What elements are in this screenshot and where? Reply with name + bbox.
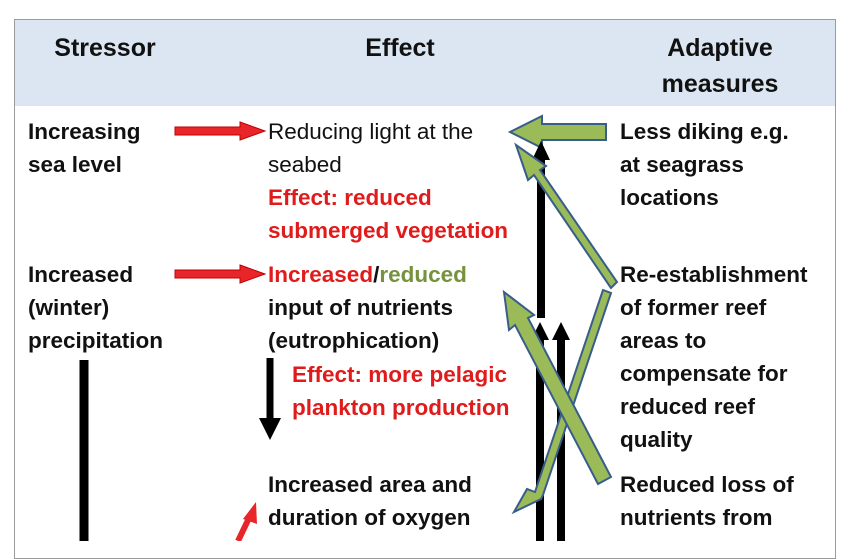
measure-less-diking: Less diking e.g. at seagrass locations — [620, 115, 789, 214]
green-arrow-nutrient-loss-to-input — [502, 289, 613, 486]
stressor-sea-level-line1: Increasing — [28, 119, 141, 144]
effect-oxygen-deficiency: Increased area and duration of oxygen — [268, 468, 472, 534]
measure-reef-line5: reduced reef — [620, 394, 756, 419]
effect-nutrient-input-line3: (eutrophication) — [268, 328, 440, 353]
stressor-sea-level: Increasing sea level — [28, 115, 141, 181]
stressor-precipitation: Increased (winter) precipitation — [28, 258, 163, 357]
measure-reef-line3: areas to — [620, 328, 707, 353]
header-adaptive-line1: Adaptive — [667, 34, 773, 62]
red-arrow-oxygen-head — [243, 502, 257, 524]
red-arrow-precipitation — [174, 264, 267, 284]
effect-nutrient-input-line2: input of nutrients — [268, 295, 453, 320]
measure-less-diking-line1: Less diking e.g. — [620, 119, 789, 144]
measure-less-diking-line3: locations — [620, 185, 719, 210]
effect-reduced-vegetation-line2: submerged vegetation — [268, 218, 509, 243]
measure-reef-line1: Re-establishment — [620, 262, 808, 287]
header-stressor: Stressor — [54, 34, 156, 62]
table-header — [15, 20, 835, 106]
black-arrow-up-top-head — [532, 141, 550, 160]
effect-increased-label: Increased — [268, 262, 374, 287]
effect-reducing-light-line2: seabed — [268, 152, 342, 177]
green-arrow-less-diking — [507, 114, 607, 150]
arrows-overlay — [79, 114, 619, 541]
measure-reef-line2: of former reef — [620, 295, 767, 320]
measure-reduced-nutrient-loss: Reduced loss of nutrients from — [620, 468, 794, 534]
black-arrow-effect-down-head — [259, 418, 281, 440]
effect-nutrient-input: Increased/reduced input of nutrients (eu… — [268, 258, 467, 357]
effect-oxygen-deficiency-line1: Increased area and — [268, 472, 472, 497]
header-adaptive-line2: measures — [661, 70, 779, 98]
green-arrow-reef-to-light — [514, 142, 619, 290]
effect-reducing-light: Reducing light at the seabed — [268, 115, 473, 181]
header-effect: Effect — [365, 34, 435, 62]
black-arrow-up-lower-b-head — [552, 322, 570, 340]
effect-oxygen-deficiency-line2: duration of oxygen — [268, 505, 471, 530]
effect-pelagic-plankton-line1: Effect: more pelagic — [292, 362, 508, 387]
effect-pelagic-plankton-line2: plankton production — [292, 395, 510, 420]
measure-reef-line6: quality — [620, 427, 693, 452]
effect-nutrient-input-line1: Increased/reduced — [268, 258, 467, 291]
measure-nutrient-loss-line2: nutrients from — [620, 505, 773, 530]
measure-reef-reestablishment: Re-establishment of former reef areas to… — [620, 258, 808, 456]
effect-slash: / — [373, 262, 380, 287]
stressor-precipitation-line1: Increased — [28, 262, 134, 287]
measure-reef-line4: compensate for — [620, 361, 788, 386]
red-arrow-sea-level — [174, 121, 267, 141]
green-arrow-reef-to-nutrients — [511, 288, 613, 515]
stressor-precipitation-line2: (winter) — [28, 295, 110, 320]
header-adaptive-measures: Adaptive measures — [630, 30, 810, 102]
effect-reduced-label: reduced — [379, 262, 467, 287]
effect-pelagic-plankton: Effect: more pelagic plankton production — [292, 358, 509, 424]
measure-less-diking-line2: at seagrass — [620, 152, 744, 177]
stressor-sea-level-line2: sea level — [28, 152, 122, 177]
effect-reduced-vegetation: Effect: reduced submerged vegetation — [268, 181, 508, 247]
stressor-precipitation-line3: precipitation — [28, 328, 164, 353]
effect-reducing-light-line1: Reducing light at the — [268, 119, 474, 144]
measure-nutrient-loss-line1: Reduced loss of — [620, 472, 794, 497]
effect-reduced-vegetation-line1: Effect: reduced — [268, 185, 432, 210]
